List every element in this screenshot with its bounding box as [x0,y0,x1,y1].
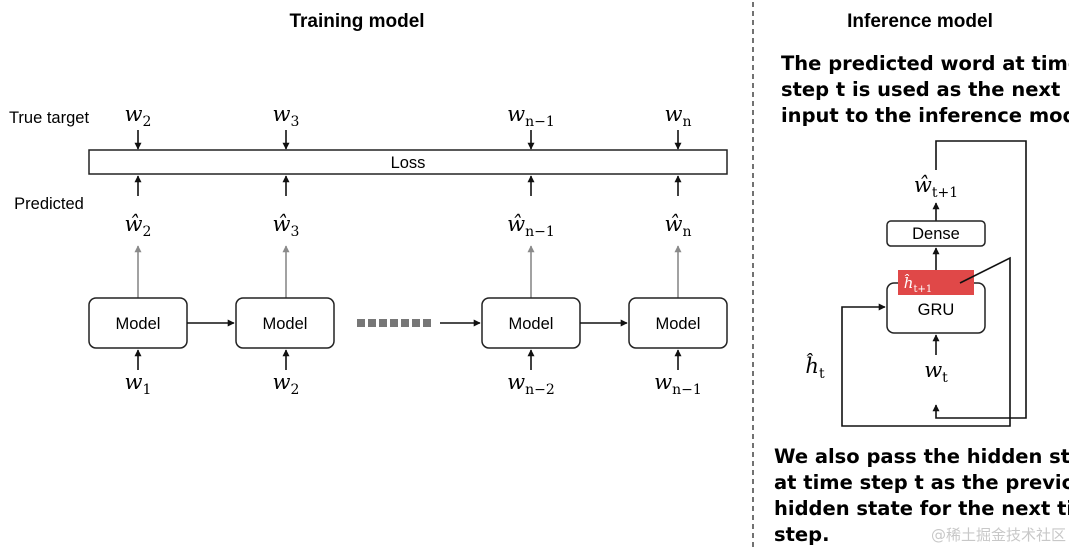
inference-output-label: ŵt+1 [914,173,958,201]
predicted-label: Predicted [14,195,84,213]
target-label-1: w2 [125,102,152,130]
bottom-caption-line-2: at time step t as the previous [774,471,1069,494]
model-label-3: Model [509,315,554,333]
bottom-caption-line-3: hidden state for the next time [774,497,1069,520]
inference-title: Inference model [847,11,993,32]
input-label-2: w2 [273,370,300,398]
input-label-4: wn−1 [654,370,702,398]
model-label-2: Model [263,315,308,333]
hidden-state-next-label: ĥt+1 [904,274,932,295]
input-label-1: w1 [125,370,152,398]
prediction-label-4: ŵn [664,212,691,240]
gru-label: GRU [918,301,955,319]
inference-input-label: wt [924,358,948,386]
top-caption-line-1: The predicted word at time [781,52,1069,75]
hidden-state-prev-label: ĥt [805,354,825,382]
ellipsis-dashes [357,319,431,327]
target-label-4: wn [664,102,691,130]
top-caption-line-2: step t is used as the next [781,78,1060,101]
model-label-1: Model [116,315,161,333]
hidden-state-loop-line [841,256,1011,427]
input-label-3: wn−2 [507,370,555,398]
top-caption-line-3: input to the inference model. [781,104,1069,127]
model-label-4: Model [656,315,701,333]
prediction-label-3: ŵn−1 [507,212,555,240]
true-target-label: True target [9,109,90,127]
target-label-3: wn−1 [507,102,555,130]
training-title: Training model [289,11,424,32]
watermark: @稀土掘金技术社区 [931,526,1066,544]
loss-box [88,149,728,175]
model-box-2 [235,297,335,349]
loss-label: Loss [391,154,426,172]
prediction-label-2: ŵ3 [273,212,300,240]
dense-label: Dense [912,225,960,243]
bottom-caption-line-4: step. [774,523,830,546]
target-label-2: w3 [273,102,300,130]
output-feedback-line [932,140,1027,419]
dense-box [886,220,986,247]
bottom-caption-line-1: We also pass the hidden state [774,445,1069,468]
prediction-label-1: ŵ2 [125,212,152,240]
model-box-4 [628,297,728,349]
